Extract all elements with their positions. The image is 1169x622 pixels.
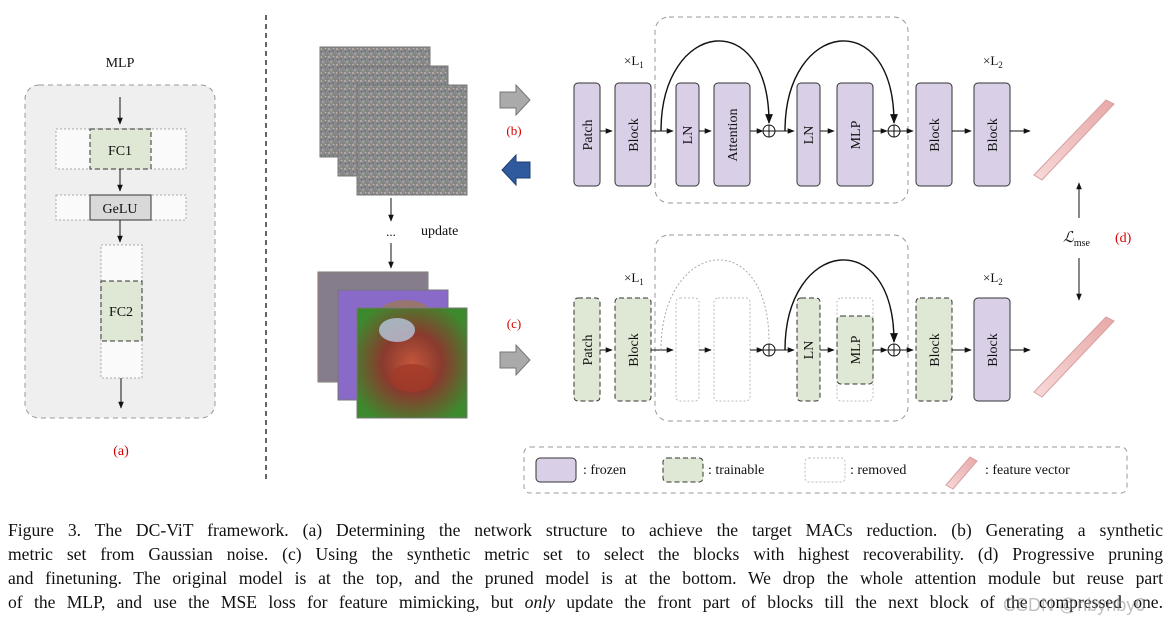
synthetic-images <box>317 271 468 419</box>
bottom-mlp-label: MLP <box>849 335 864 364</box>
bottom-block-1-label: Block <box>627 333 642 366</box>
forward-arrow-bottom <box>499 343 531 377</box>
mlp-panel-title: MLP <box>106 56 135 71</box>
caption-line-4: of the MLP, and use the MSE loss for fea… <box>8 590 1163 614</box>
fc2-box <box>100 280 143 342</box>
bottom-patch-label: Patch <box>581 334 596 365</box>
legend-removed-swatch <box>804 457 846 483</box>
legend: : frozen : trainable : removed : feature… <box>523 446 1128 494</box>
bottom-removed-attention-box <box>713 297 751 402</box>
legend-feature-vector-label: : feature vector <box>985 463 1070 478</box>
top-block-3-box <box>973 82 1011 187</box>
bottom-residual-add-2-plus <box>888 344 900 356</box>
top-attention-label: Attention <box>726 109 741 162</box>
bottom-block-expanded-frame <box>654 234 909 422</box>
top-patch-box <box>573 82 601 187</box>
bottom-patch-box <box>573 297 601 402</box>
top-skip-2 <box>784 40 898 132</box>
legend-removed-label: : removed <box>850 463 906 478</box>
top-patch-label: Patch <box>581 119 596 150</box>
noise-image-3 <box>356 84 468 196</box>
fc1-label: FC1 <box>108 144 132 159</box>
bottom-residual-add-1-plus <box>763 344 775 356</box>
bottom-feature-vector <box>1033 316 1115 398</box>
mlp-panel: MLP FC1 GeLU FC2 (a) <box>24 56 216 459</box>
top-block-2-box <box>915 82 953 187</box>
fc2-label: FC2 <box>109 305 133 320</box>
top-mlp-box <box>836 82 874 187</box>
legend-feature-vector-swatch <box>945 456 978 490</box>
repeat-l1-bottom: ×L1 <box>624 270 644 287</box>
top-skip-1 <box>660 40 773 132</box>
legend-frozen-label: : frozen <box>583 463 626 478</box>
bottom-removed-ln-box <box>675 297 700 402</box>
top-feature-vector <box>1033 99 1115 181</box>
repeat-l2-bottom: ×L2 <box>983 270 1003 287</box>
gelu-box <box>89 194 152 221</box>
loss-label: ℒmse <box>1063 230 1090 249</box>
forward-arrow-top <box>499 83 531 117</box>
bottom-block-3-label: Block <box>986 333 1001 366</box>
legend-frame <box>523 446 1128 494</box>
legend-frozen-swatch <box>535 457 577 483</box>
label-a: (a) <box>113 444 129 459</box>
figure-caption: Figure 3. The DC-ViT framework. (a) Dete… <box>8 518 1163 614</box>
label-b: (b) <box>506 123 521 138</box>
top-attention-box <box>713 82 751 187</box>
repeat-l2-top: ×L2 <box>983 53 1003 70</box>
label-c: (c) <box>507 316 521 331</box>
caption-line-4-end: update the front part of blocks till the… <box>554 592 1163 612</box>
update-label: update <box>421 224 458 239</box>
top-mlp-label: MLP <box>849 120 864 149</box>
top-block-expanded-frame <box>654 16 909 204</box>
pruned-model: ×L1 ×L2 Patch Block LN MLP Block Block <box>573 234 1115 422</box>
bottom-skip-2 <box>784 259 898 351</box>
synthetic-image-3-shadow <box>390 364 434 392</box>
bottom-ln-label: LN <box>802 341 817 360</box>
top-ln-1-label: LN <box>681 126 696 145</box>
gelu-label: GeLU <box>103 202 138 217</box>
caption-line-3: and finetuning. The original model is at… <box>8 568 1163 588</box>
legend-trainable-swatch <box>662 457 704 483</box>
caption-line-4-start: of the MLP, and use the MSE loss for fea… <box>8 592 525 612</box>
label-d: (d) <box>1115 231 1132 246</box>
top-residual-add-1-plus <box>763 125 775 137</box>
caption-line-2: metric set from Gaussian noise. (c) Usin… <box>8 544 1163 564</box>
watermark: CSDN @nbynby0 <box>1003 595 1146 615</box>
top-ln-2-box <box>796 82 821 187</box>
top-block-2-label: Block <box>928 118 943 151</box>
caption-line-1: Figure 3. The DC-ViT framework. (a) Dete… <box>8 520 1163 540</box>
top-residual-add-2-plus <box>888 125 900 137</box>
update-ellipsis: ... <box>386 224 396 239</box>
backward-arrow <box>501 153 531 187</box>
synthetic-image-3-highlight <box>379 318 415 342</box>
top-ln-1-box <box>675 82 700 187</box>
top-block-1-label: Block <box>627 118 642 151</box>
bottom-block-2-label: Block <box>928 333 943 366</box>
caption-emphasis: only <box>524 592 555 612</box>
bottom-skip-1-removed <box>660 259 770 351</box>
legend-trainable-label: : trainable <box>708 463 764 478</box>
top-block-3-label: Block <box>986 118 1001 151</box>
repeat-l1-top: ×L1 <box>624 53 644 70</box>
top-block-1-box <box>614 82 652 187</box>
original-model: ×L1 ×L2 Patch Block LN Attention LN MLP … <box>573 16 1115 204</box>
top-ln-2-label: LN <box>802 126 817 145</box>
noise-images <box>319 46 468 196</box>
